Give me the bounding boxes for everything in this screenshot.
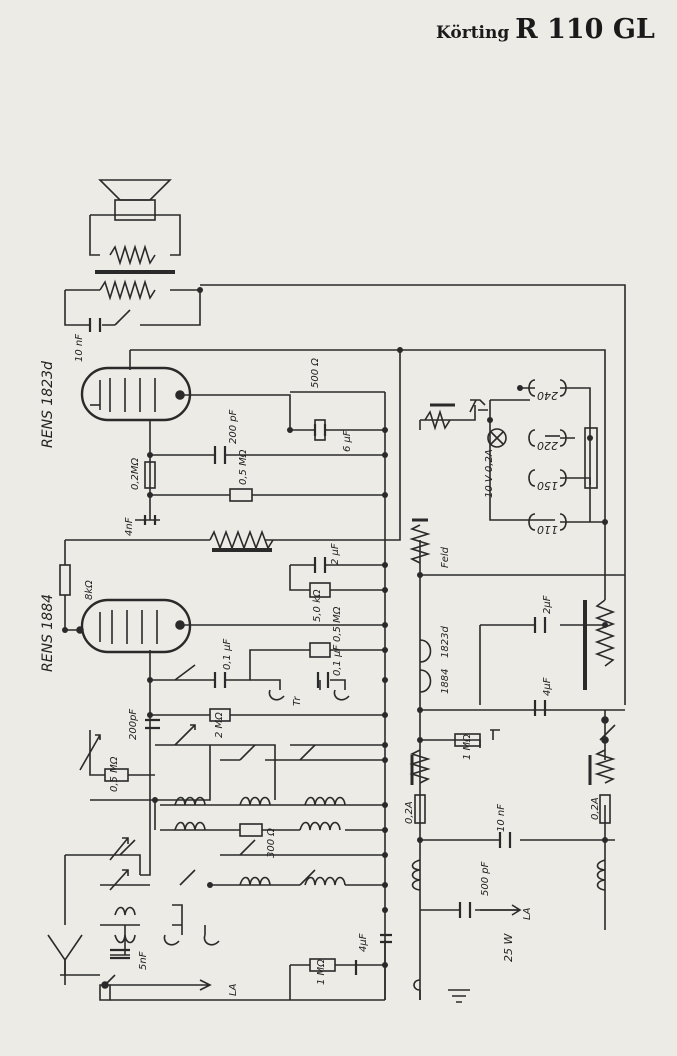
label-r500: 500 Ω — [310, 358, 321, 388]
label-c10nf-b: 10 nF — [496, 804, 507, 832]
label-c4uf-b: 4μF — [542, 677, 553, 696]
label-fuse-a: 0,2A — [404, 801, 415, 824]
label-c200pf-a: 200 pF — [228, 409, 239, 444]
resistors — [59, 419, 611, 972]
label-tube-a: 1823d — [440, 626, 451, 658]
input-tube-symbol — [76, 598, 192, 654]
label-c01-a: 0,1 μF — [222, 639, 233, 670]
label-fuse-b: 0,2A — [590, 797, 601, 820]
label-v240: 240 — [537, 389, 558, 402]
model-number: R 110 GL — [515, 14, 655, 45]
zigzag-resistors — [209, 403, 616, 785]
label-feld: Feld — [440, 546, 451, 568]
label-c6uf: 6 μF — [342, 430, 353, 452]
label-r05-a: 0,5 MΩ — [238, 449, 249, 485]
label-tube-b: 1884 — [440, 669, 451, 694]
label-r300: 300 Ω — [266, 828, 277, 858]
label-r05-c: 0,5 MΩ — [109, 756, 120, 792]
output-tube-symbol — [80, 366, 192, 422]
label-tr: Tr — [292, 696, 303, 706]
tube-label-output: RENS 1823d — [40, 361, 56, 448]
label-la-a: LA — [228, 983, 239, 996]
component-labels: RENS 1823d RENS 1884 10 nF 500 Ω 6 μF 20… — [40, 334, 601, 996]
label-c200pf-b: 200pF — [128, 709, 139, 740]
label-r2m: 2 MΩ — [214, 712, 225, 738]
label-r50k: 5,0 kΩ — [312, 589, 323, 622]
label-c10nf-top: 10 nF — [74, 334, 85, 362]
label-c5nf: 5nF — [138, 951, 149, 970]
label-c01-b: 0,1 μF — [332, 645, 343, 676]
label-r1m-b: 1 MΩ — [462, 734, 473, 760]
label-v150: 150 — [537, 479, 558, 492]
brand-name: Körting — [436, 23, 510, 43]
label-c4uf-a: 4μF — [358, 933, 369, 952]
junctions — [62, 287, 608, 968]
label-c2uf-a: 2 μF — [330, 543, 341, 565]
label-v220: 220 — [537, 439, 558, 452]
label-la-b: LA — [522, 907, 533, 920]
label-power: 25 W — [502, 933, 515, 962]
tube-label-input: RENS 1884 — [40, 594, 56, 672]
label-c500pf: 500 pF — [480, 861, 491, 896]
label-r8k: 8kΩ — [84, 580, 95, 600]
label-r02: 0,2MΩ — [130, 457, 141, 490]
label-lamp: 10 V 0,2A — [484, 449, 495, 498]
loudspeaker — [95, 179, 175, 301]
label-c2uf-b: 2μF — [542, 595, 553, 614]
label-r1m-a: 1 MΩ — [316, 959, 327, 985]
label-c4nf: 4nF — [124, 517, 135, 536]
capacitors — [88, 318, 547, 975]
switches — [47, 309, 616, 1003]
label-v110: 110 — [537, 523, 558, 536]
label-r05-b: 0,5 MΩ — [332, 606, 343, 642]
coils — [114, 639, 606, 944]
